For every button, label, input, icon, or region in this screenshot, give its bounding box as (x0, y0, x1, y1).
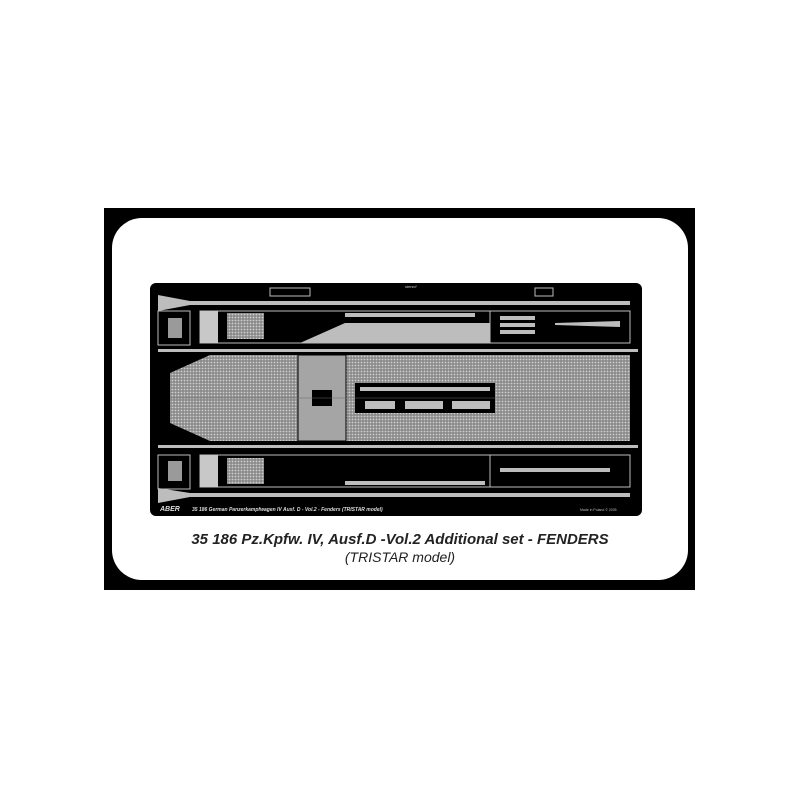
etched-label: 35 186 German Panzerkampfwagen IV Ausf. … (192, 507, 383, 513)
mesh-floor-panel (170, 354, 630, 442)
brand-logo: ABER (159, 506, 180, 513)
made-in-label: Made in Poland © 2005 (580, 508, 617, 512)
top-fender-strip (157, 287, 638, 352)
top-mark: stencil (405, 284, 416, 289)
caption-subtitle: (TRISTAR model) (344, 549, 456, 565)
caption-title: 35 186 Pz.Kpfw. IV, Ausf.D -Vol.2 Additi… (191, 531, 609, 548)
photo-etch-fret: ABER 35 186 German Panzerkampfwagen IV A… (150, 283, 642, 516)
bottom-fender-strip (157, 445, 638, 503)
